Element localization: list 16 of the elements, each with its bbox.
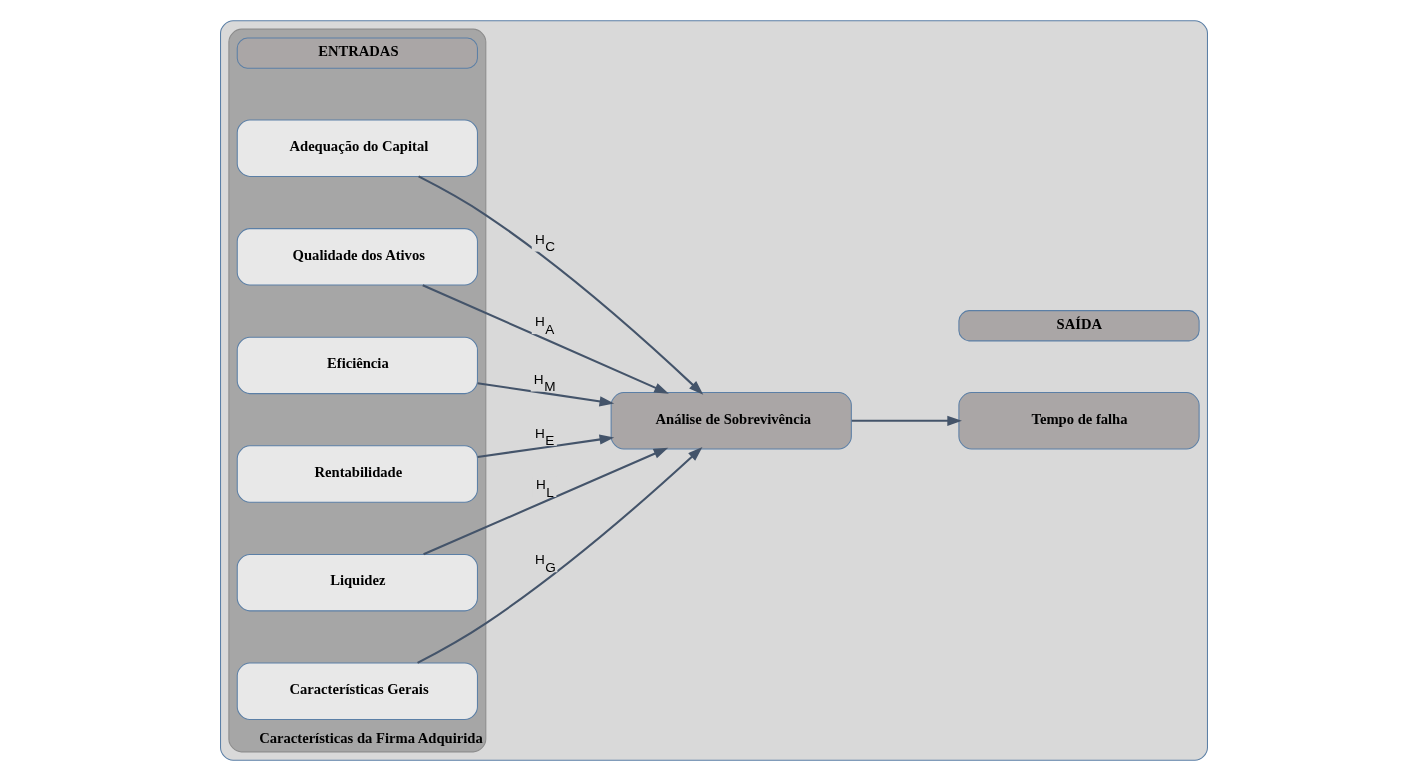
arrow	[476, 382, 614, 407]
node-box: Eficiência	[236, 336, 478, 395]
arrow	[422, 447, 668, 556]
node-box: SAÍDA	[957, 310, 1200, 342]
arrow	[416, 447, 702, 664]
arrow	[476, 434, 614, 458]
node-box: ENTRADAS	[236, 37, 478, 69]
node-box: Qualidade dos Ativos	[236, 228, 478, 286]
node-box: Rentabilidade	[236, 445, 478, 503]
node-box: Adequação do Capital	[236, 119, 478, 177]
node-box: Análise de Sobrevivência	[610, 392, 852, 450]
arrow	[851, 415, 962, 426]
cluster	[219, 20, 1208, 761]
node-box: Liquidez	[236, 553, 478, 612]
node-box: Tempo de falha	[957, 392, 1200, 450]
node-box: Características Gerais	[236, 662, 478, 720]
